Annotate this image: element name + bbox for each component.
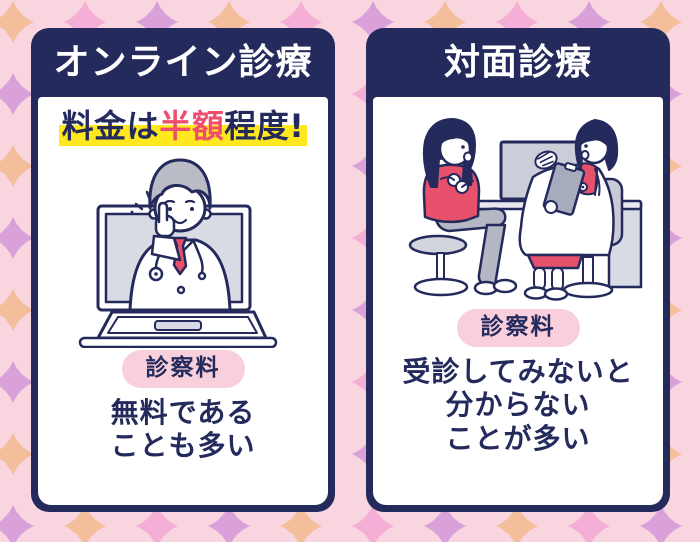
online-card-body: 料金は半額程度! (38, 97, 328, 505)
online-fee-description: 無料である ことも多い (110, 395, 256, 463)
online-consultation-card: オンライン診療 料金は半額程度! (31, 28, 335, 512)
in-person-card-title: 対面診療 (443, 41, 592, 83)
online-card-title: オンライン診療 (53, 41, 313, 83)
headline-post: 程度! (224, 107, 305, 145)
online-card-header: オンライン診療 (31, 28, 335, 97)
doctor-on-laptop-illustration (78, 158, 278, 348)
in-person-card-body: 診察料 受診してみないと 分からない ことが多い (373, 97, 663, 505)
headline-pre: 料金は (61, 107, 160, 145)
headline-emphasis: 半額 (159, 107, 225, 145)
in-person-fee-badge: 診察料 (456, 309, 580, 347)
doctor-patient-illustration (408, 118, 643, 301)
in-person-fee-description: 受診してみないと 分からない ことが多い (402, 354, 634, 456)
in-person-card-header: 対面診療 (366, 28, 670, 97)
price-headline: 料金は半額程度! (58, 106, 308, 146)
in-person-consultation-card: 対面診療 (366, 28, 670, 512)
online-fee-badge: 診察料 (121, 350, 245, 388)
